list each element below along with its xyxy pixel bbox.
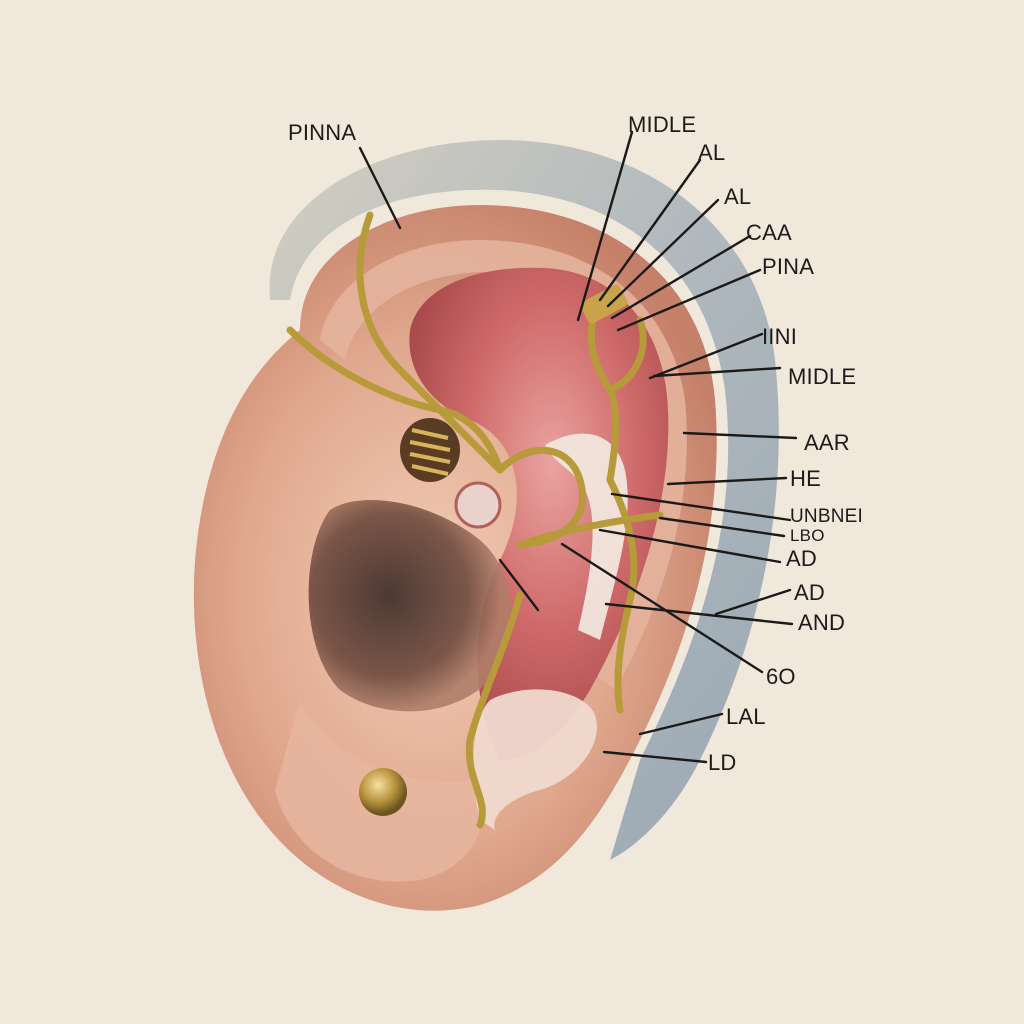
leader-lal — [638, 712, 724, 736]
label-al-1: AL — [698, 140, 725, 165]
cartilage-patch — [545, 433, 628, 640]
leader-midle-mid — [652, 366, 782, 378]
leader-caa — [610, 234, 752, 320]
label-iini: IINI — [762, 324, 797, 349]
label-pina: PINA — [762, 254, 814, 279]
leader-so — [560, 542, 764, 674]
leader-lines — [358, 130, 798, 764]
label-pinna-left: PINNA — [288, 120, 356, 145]
label-midle-top: MIDLE — [628, 112, 696, 137]
label-lbo: LBO — [790, 526, 825, 545]
leader-unbnei — [610, 492, 792, 522]
leader-pina — [616, 268, 762, 332]
leader-pinna-left — [358, 146, 402, 230]
helix-rim-shading — [269, 140, 779, 860]
label-so: 6O — [766, 664, 796, 689]
leader-al-2 — [606, 198, 720, 308]
label-ld: LD — [708, 750, 737, 775]
label-al-2: AL — [724, 184, 751, 209]
leader-he — [666, 476, 788, 486]
label-caa: CAA — [746, 220, 792, 245]
label-ad-1: AD — [786, 546, 817, 571]
label-group: PINNA MIDLE AL AL CAA PINA IINI MIDLE AA… — [288, 112, 863, 775]
label-and: AND — [798, 610, 845, 635]
label-ad-2: AD — [794, 580, 825, 605]
leader-ad-1 — [598, 528, 782, 564]
nerve-clip — [580, 284, 628, 324]
leader-aar — [682, 431, 798, 440]
helix-fold — [320, 240, 687, 690]
label-aar: AAR — [804, 430, 850, 455]
label-midle-mid: MIDLE — [788, 364, 856, 389]
tissue-flap — [473, 689, 597, 830]
label-unbnei: UNBNEI — [790, 506, 863, 527]
concha-inner — [409, 267, 669, 760]
leader-iini — [648, 332, 764, 380]
nerve-paths — [286, 211, 664, 829]
leader-lbo — [658, 516, 786, 538]
ossicle-node — [454, 481, 502, 529]
label-lal: LAL — [726, 704, 766, 729]
earring-stud — [359, 768, 407, 816]
ear-canal — [308, 500, 512, 712]
cochlea-coil — [400, 418, 460, 482]
leader-canal — [498, 558, 540, 612]
leader-ad-2 — [714, 588, 792, 616]
label-he: HE — [790, 466, 821, 491]
leader-and — [604, 602, 794, 626]
leader-midle-top — [576, 130, 634, 322]
leader-al-1 — [598, 158, 702, 302]
leader-ld — [602, 750, 708, 764]
